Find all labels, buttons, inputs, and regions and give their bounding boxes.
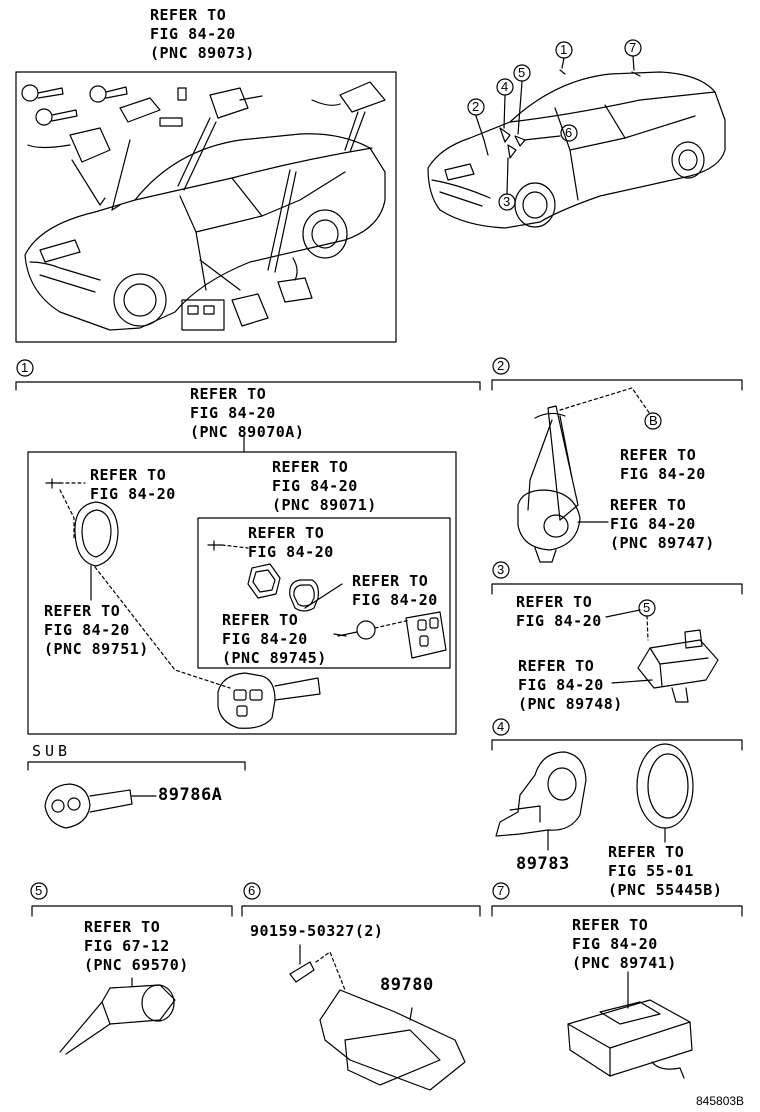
section-3-number: 3 [497, 562, 505, 577]
s1-main-refer-3: (PNC 89070A) [190, 423, 305, 441]
s6-part-number: 89780 [380, 975, 434, 995]
s1-f-refer-3: (PNC 89745) [222, 649, 327, 667]
index-car [427, 39, 726, 229]
callout-4: 4 [501, 79, 509, 94]
s3-b-refer-2: FIG 84-20 [518, 676, 604, 694]
section-7-number: 7 [497, 883, 505, 898]
section-6-frame [241, 882, 481, 1091]
s1-c-refer-2: FIG 84-20 [44, 621, 130, 639]
s1-d-refer-1: REFER TO [248, 524, 325, 542]
figure-code: 845803B [696, 1094, 745, 1108]
s1-e-refer-1: REFER TO [352, 572, 429, 590]
section-1-frame [15, 359, 481, 735]
s1-c-refer-3: (PNC 89751) [44, 640, 149, 658]
top-refer-line-1: REFER TO [150, 6, 227, 24]
top-refer-line-2: FIG 84-20 [150, 25, 236, 43]
section-2-frame [491, 357, 743, 563]
s2-marker-b: B [649, 413, 658, 428]
sub-frame [27, 761, 246, 829]
section-5-frame [30, 882, 233, 1055]
s1-b-refer-3: (PNC 89071) [272, 496, 377, 514]
overview-box [15, 71, 397, 343]
section-2-number: 2 [497, 358, 505, 373]
s1-b-refer-2: FIG 84-20 [272, 477, 358, 495]
s3-marker-5: 5 [643, 600, 651, 615]
callout-1: 1 [560, 42, 568, 57]
callout-3: 3 [503, 194, 511, 209]
s2-b-refer-2: FIG 84-20 [610, 515, 696, 533]
s7-refer-2: FIG 84-20 [572, 935, 658, 953]
s2-b-refer-3: (PNC 89747) [610, 534, 715, 552]
s3-a-refer-2: FIG 84-20 [516, 612, 602, 630]
section-3-frame [491, 561, 743, 703]
s4-part-number: 89783 [516, 854, 570, 874]
callout-5: 5 [518, 65, 526, 80]
s4-refer-3: (PNC 55445B) [608, 881, 723, 899]
s1-d-refer-2: FIG 84-20 [248, 543, 334, 561]
s5-refer-1: REFER TO [84, 918, 161, 936]
s7-refer-3: (PNC 89741) [572, 954, 677, 972]
s1-a-refer-2: FIG 84-20 [90, 485, 176, 503]
section-4-number: 4 [497, 719, 505, 734]
s6-bolt-number: 90159-50327(2) [250, 922, 384, 940]
s1-e-refer-2: FIG 84-20 [352, 591, 438, 609]
s1-a-refer-1: REFER TO [90, 466, 167, 484]
s3-b-refer-3: (PNC 89748) [518, 695, 623, 713]
s1-main-refer-1: REFER TO [190, 385, 267, 403]
s1-f-refer-1: REFER TO [222, 611, 299, 629]
s1-b-refer-1: REFER TO [272, 458, 349, 476]
section-1-number: 1 [21, 360, 29, 375]
callout-6: 6 [565, 125, 573, 140]
s3-b-refer-1: REFER TO [518, 657, 595, 675]
s4-refer-1: REFER TO [608, 843, 685, 861]
top-refer-line-3: (PNC 89073) [150, 44, 255, 62]
s5-refer-2: FIG 67-12 [84, 937, 170, 955]
sub-part-number: 89786A [158, 785, 223, 805]
callout-7: 7 [629, 40, 637, 55]
s3-a-refer-1: REFER TO [516, 593, 593, 611]
sub-label: SUB [32, 742, 72, 760]
section-5-number: 5 [35, 883, 43, 898]
section-7-frame [491, 882, 743, 1079]
s5-refer-3: (PNC 69570) [84, 956, 189, 974]
s7-refer-1: REFER TO [572, 916, 649, 934]
s1-main-refer-2: FIG 84-20 [190, 404, 276, 422]
callout-2: 2 [472, 99, 480, 114]
section-6-number: 6 [248, 883, 256, 898]
s4-refer-2: FIG 55-01 [608, 862, 694, 880]
s1-f-refer-2: FIG 84-20 [222, 630, 308, 648]
s2-a-refer-1: REFER TO [620, 446, 697, 464]
s2-a-refer-2: FIG 84-20 [620, 465, 706, 483]
section-4-frame [491, 718, 743, 851]
s2-b-refer-1: REFER TO [610, 496, 687, 514]
s1-c-refer-1: REFER TO [44, 602, 121, 620]
